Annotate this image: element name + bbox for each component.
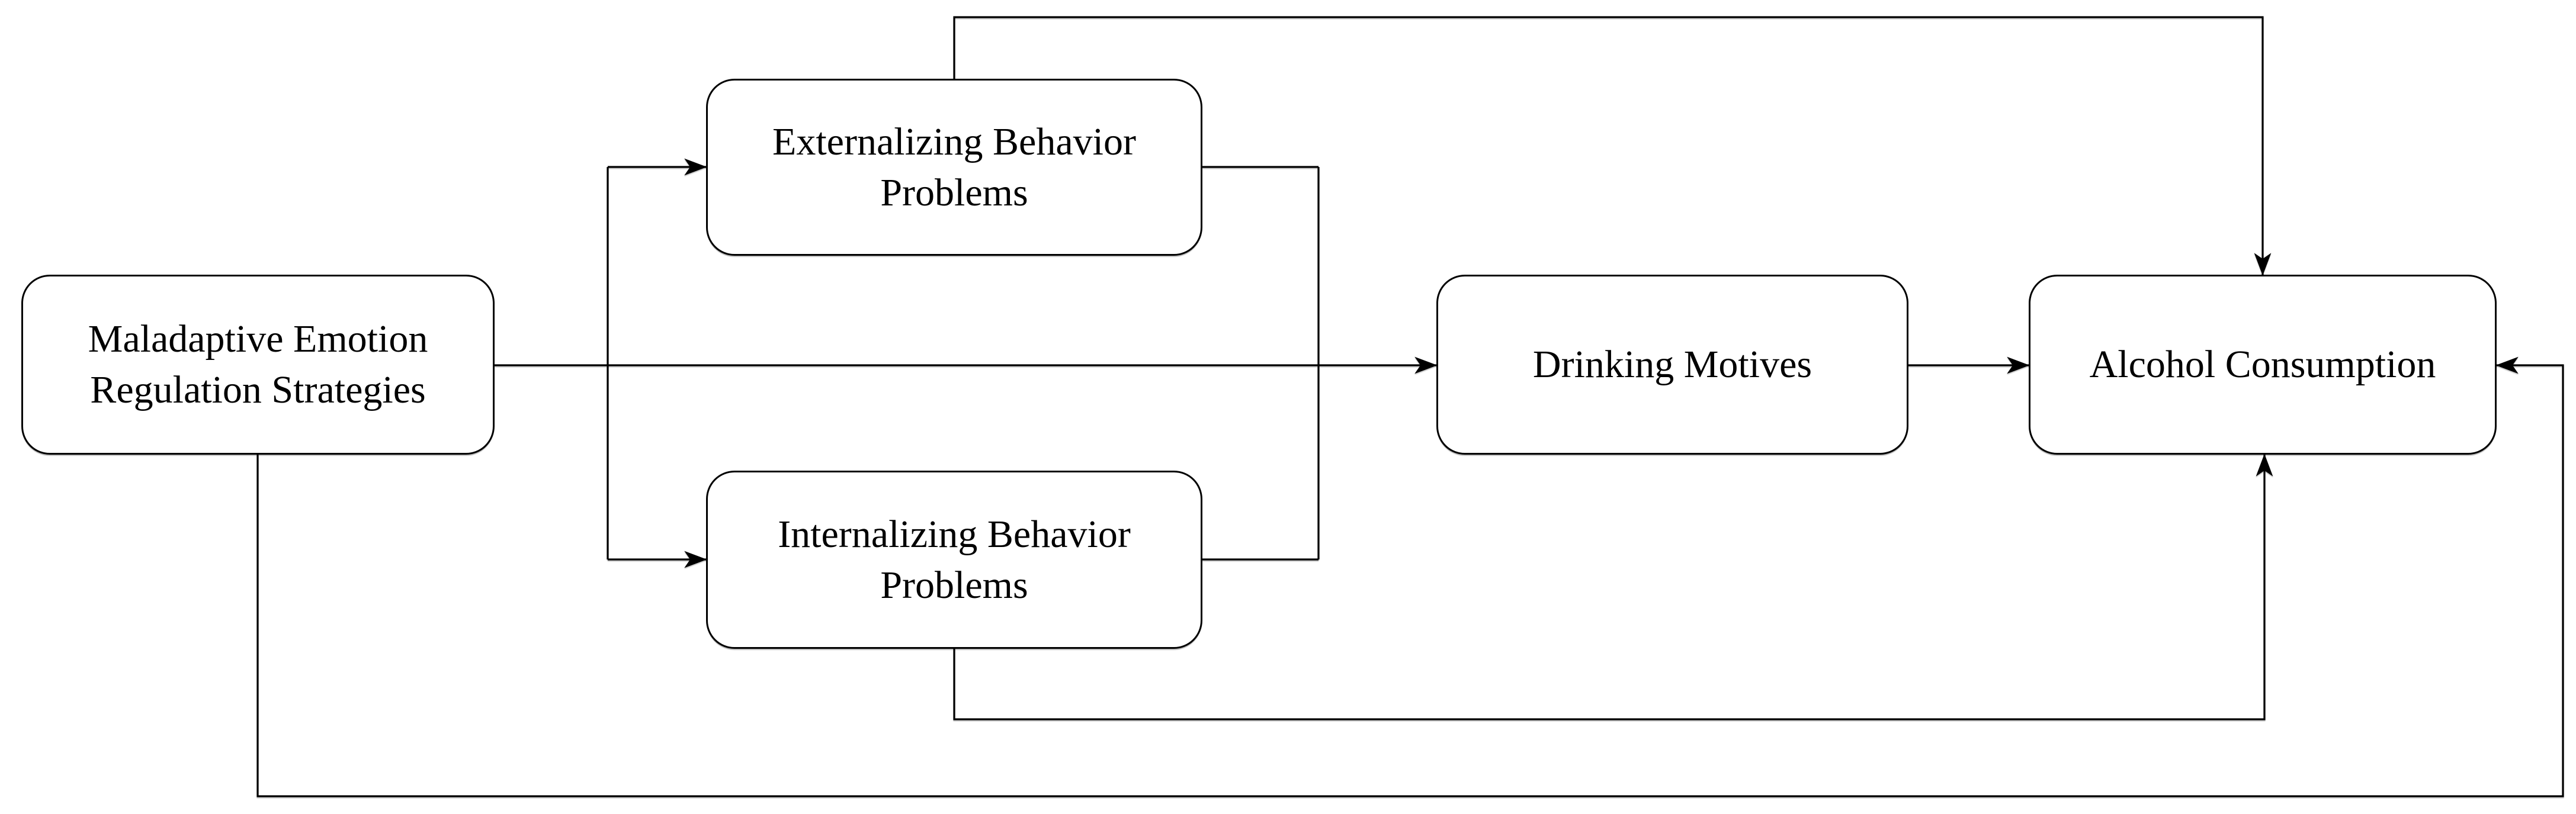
node-label: Internalizing Behavior bbox=[778, 512, 1131, 556]
node-label: Problems bbox=[880, 170, 1028, 214]
node-label: Alcohol Consumption bbox=[2089, 343, 2436, 387]
node-label: Problems bbox=[880, 563, 1028, 607]
node-label: Maladaptive Emotion bbox=[88, 317, 428, 361]
node-label: Externalizing Behavior bbox=[772, 120, 1136, 163]
node-label: Drinking Motives bbox=[1532, 343, 1812, 387]
node-label: Regulation Strategies bbox=[90, 368, 426, 411]
edge-externalizing-top-loop-to-alcohol bbox=[953, 16, 2272, 276]
edge-internalizing-bottom-loop-to-alcohol bbox=[953, 453, 2273, 720]
node-alcohol-consumption: Alcohol Consumption bbox=[2029, 275, 2497, 455]
node-drinking-motives: Drinking Motives bbox=[1436, 275, 1908, 455]
edge-maladaptive-bottom-loop-to-alcohol bbox=[256, 356, 2564, 797]
